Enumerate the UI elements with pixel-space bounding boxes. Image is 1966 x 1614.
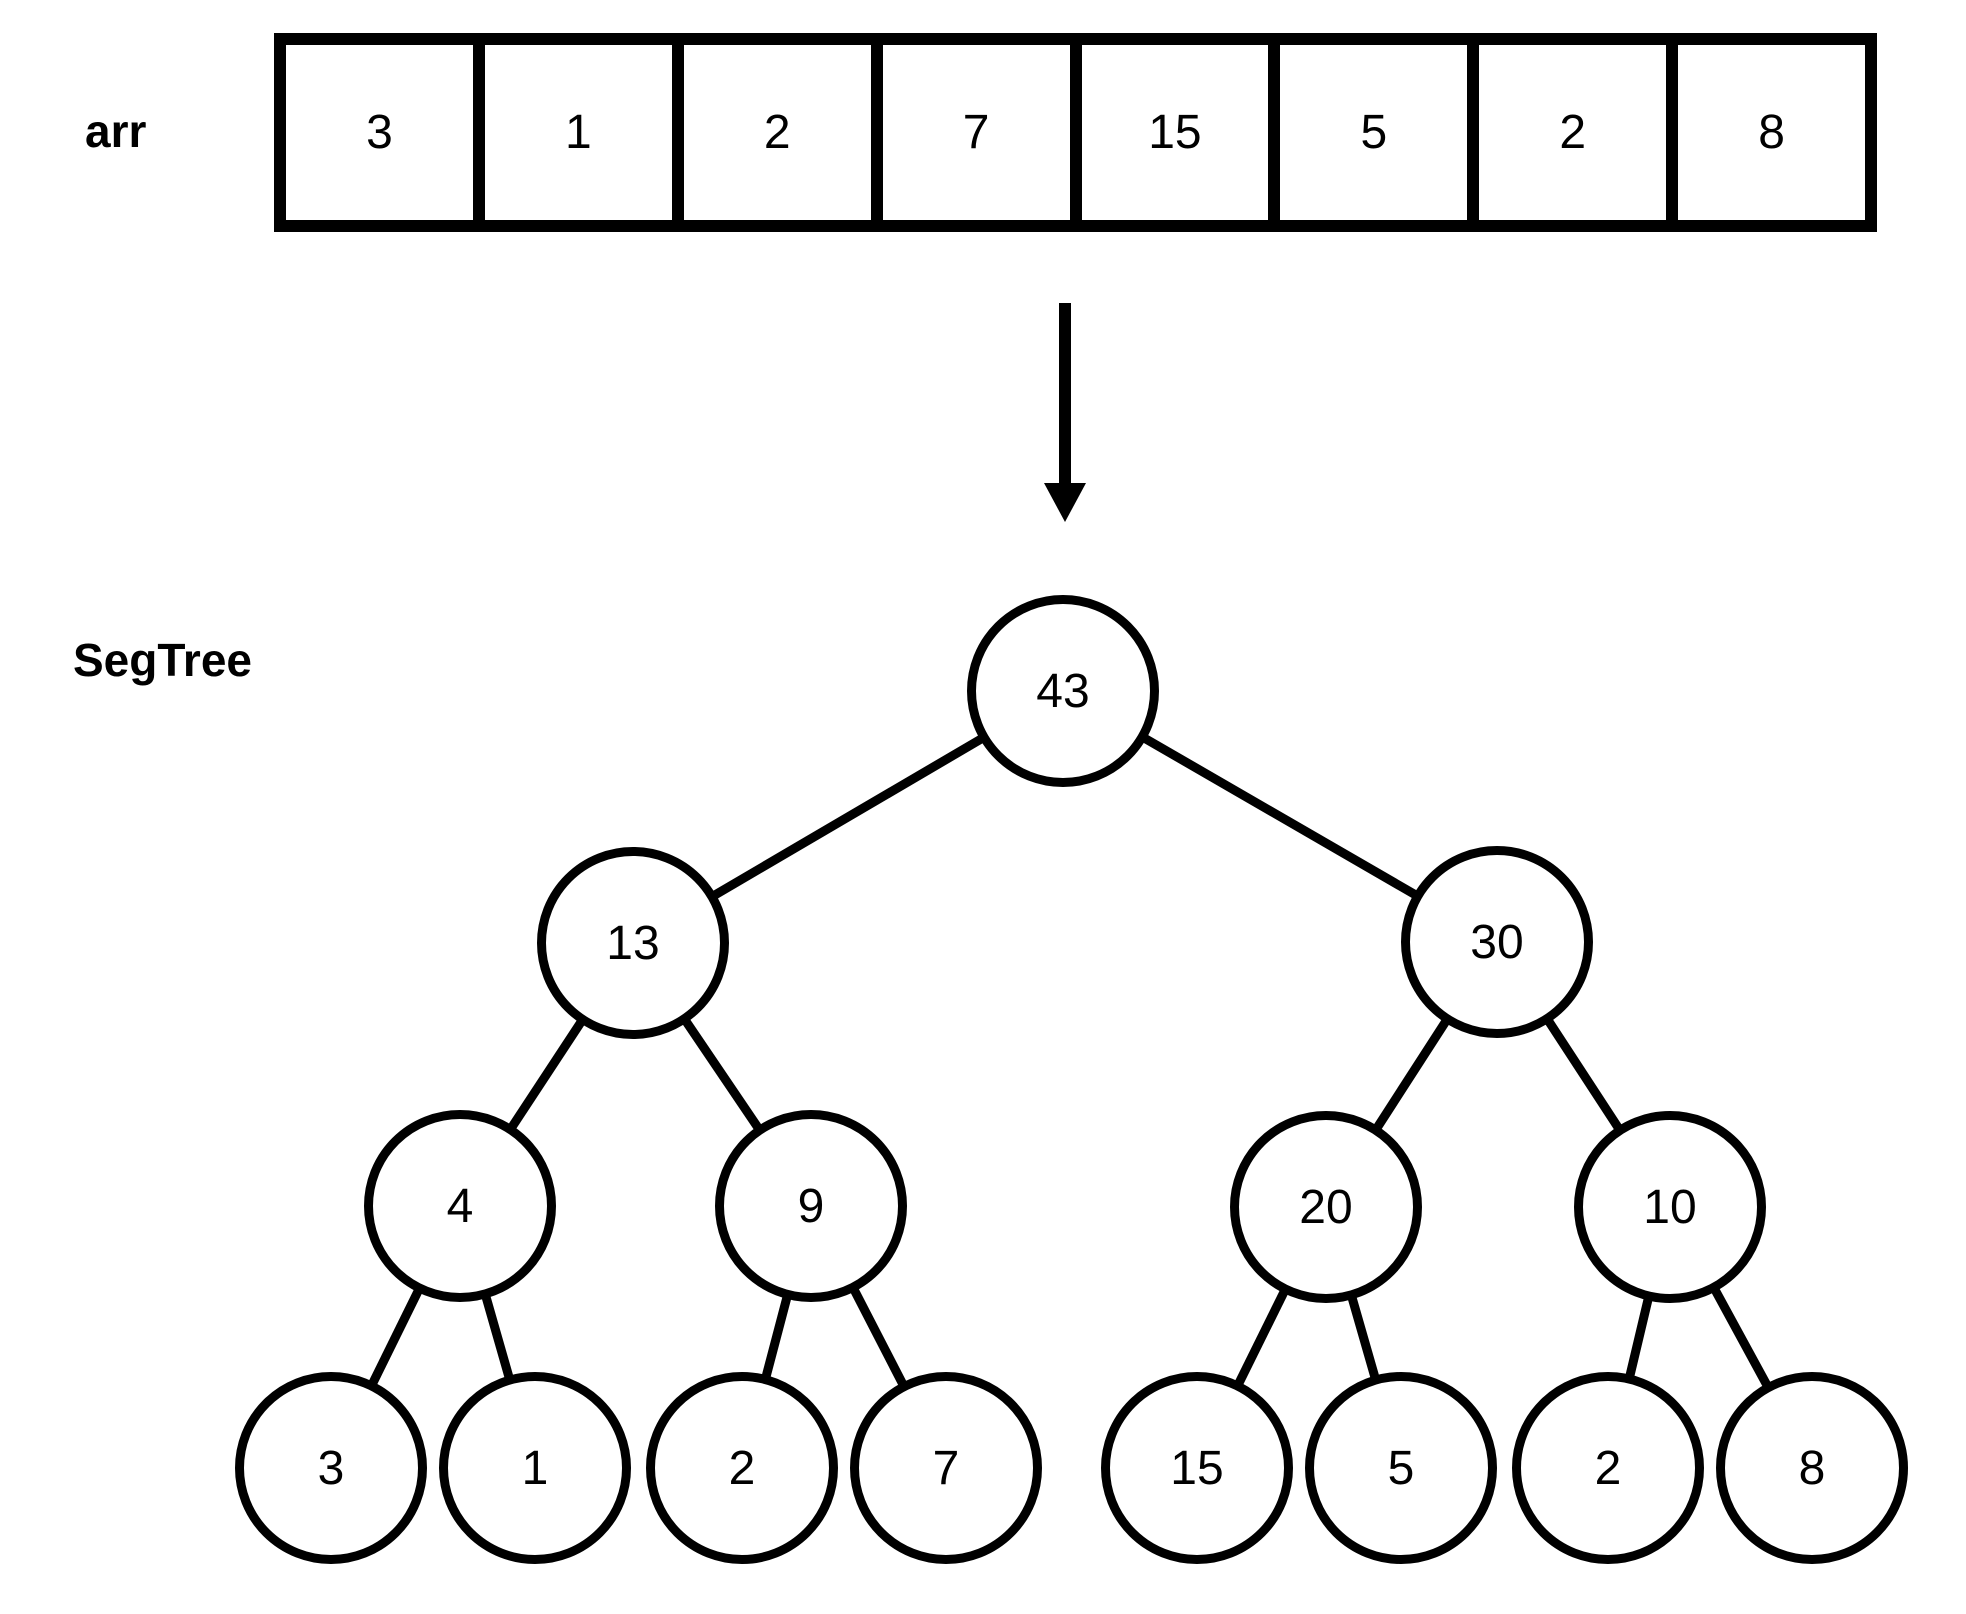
segtree-label: SegTree xyxy=(73,634,252,686)
tree-leaf-node: 2 xyxy=(1512,1372,1704,1564)
down-arrow-icon xyxy=(1044,303,1086,522)
array-cell: 7 xyxy=(870,45,1070,220)
tree-leaf-node: 15 xyxy=(1101,1372,1293,1564)
tree-leaf-node: 7 xyxy=(850,1372,1042,1564)
tree-edges xyxy=(326,687,1816,1471)
array-cell: 8 xyxy=(1666,45,1865,220)
tree-leaf-node: 5 xyxy=(1305,1372,1497,1564)
tree-node: 9 xyxy=(715,1110,907,1302)
array-cell: 3 xyxy=(366,106,393,159)
array-cell: 1 xyxy=(472,45,672,220)
tree-leaf-node: 3 xyxy=(235,1372,427,1564)
tree-leaf-node: 8 xyxy=(1716,1372,1908,1564)
tree-node: 30 xyxy=(1401,846,1593,1038)
arrow-head xyxy=(1044,483,1086,522)
tree-node: 10 xyxy=(1574,1111,1766,1303)
array-label: arr xyxy=(85,105,147,157)
array-cell: 5 xyxy=(1268,45,1467,220)
input-array: 3 1 2 7 15 5 2 8 xyxy=(274,33,1877,232)
tree-node-root: 43 xyxy=(967,595,1159,787)
tree-leaf-node: 1 xyxy=(439,1372,631,1564)
tree-node: 4 xyxy=(364,1110,556,1302)
tree-node: 20 xyxy=(1230,1111,1422,1303)
array-cell: 2 xyxy=(1467,45,1666,220)
tree-leaf-node: 2 xyxy=(646,1372,838,1564)
array-cell: 15 xyxy=(1069,45,1269,220)
tree-node: 13 xyxy=(537,847,729,1039)
array-cell: 2 xyxy=(671,45,871,220)
